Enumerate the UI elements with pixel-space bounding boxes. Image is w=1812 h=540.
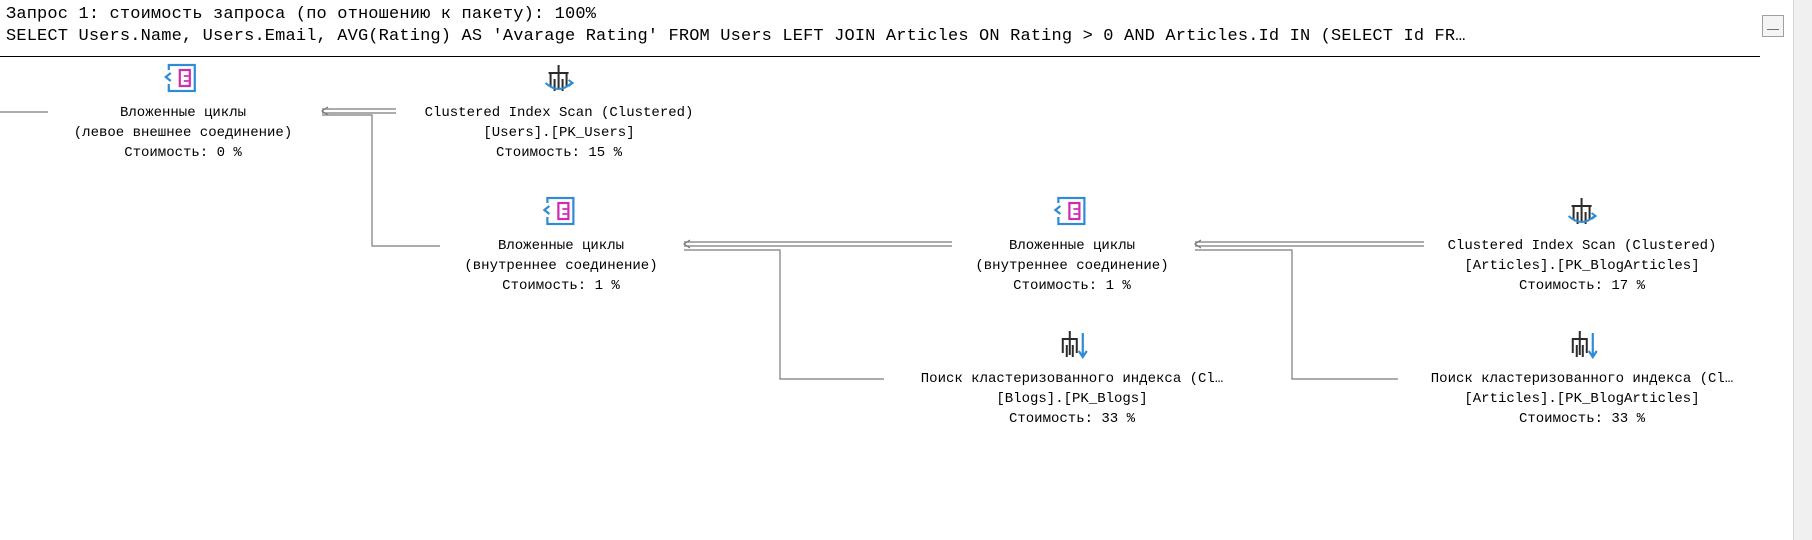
node-title: Вложенные циклы (1008, 238, 1136, 254)
node-cost: Стоимость: 15 % (495, 145, 623, 161)
vertical-scrollbar[interactable] (1793, 0, 1812, 540)
clustered-index-seek-icon (1061, 331, 1088, 359)
node-subtitle: (левое внешнее соединение) (73, 125, 293, 141)
connector-scan-users (322, 108, 396, 114)
nested-loops-icon (542, 196, 575, 226)
node-subtitle: [Blogs].[PK_Blogs] (996, 391, 1148, 407)
plan-node-clustered-index-seek-articles[interactable]: Поиск кластеризованного индекса (Cl… [Ar… (1431, 325, 1733, 429)
node-cost: Стоимость: 33 % (1008, 411, 1136, 427)
plan-connectors (0, 106, 1424, 380)
node-subtitle: [Articles].[PK_BlogArticles] (1464, 258, 1700, 274)
nested-loops-icon (1053, 196, 1086, 226)
connector-seek-articles (1195, 249, 1398, 380)
plan-node-clustered-index-scan-articles[interactable]: Clustered Index Scan (Clustered) [Articl… (1447, 192, 1717, 296)
arrow-head-3 (1193, 239, 1202, 249)
query-cost-line: Запрос 1: стоимость запроса (по отношени… (6, 5, 597, 24)
node-cost: Стоимость: 0 % (124, 145, 242, 161)
node-title: Вложенные циклы (119, 105, 247, 121)
nested-loops-icon (164, 63, 197, 93)
connector-inner1-to-root (322, 114, 440, 247)
node-cost: Стоимость: 1 % (502, 278, 620, 294)
node-cost: Стоимость: 17 % (1518, 278, 1646, 294)
plan-node-nested-loops-left-outer[interactable]: Вложенные циклы (левое внешнее соединени… (74, 59, 292, 163)
query-sql-line: SELECT Users.Name, Users.Email, AVG(Rati… (6, 27, 1466, 46)
plan-node-clustered-index-seek-blogs[interactable]: Поиск кластеризованного индекса (Cl… [Bl… (921, 325, 1223, 429)
node-title: Поиск кластеризованного индекса (Cl… (920, 371, 1224, 387)
node-subtitle: [Articles].[PK_BlogArticles] (1464, 391, 1700, 407)
node-title: Поиск кластеризованного индекса (Cl… (1430, 371, 1734, 387)
clustered-index-seek-icon (1571, 331, 1598, 359)
plan-node-nested-loops-inner-2[interactable]: Вложенные циклы (внутреннее соединение) … (975, 192, 1169, 296)
node-title: Clustered Index Scan (Clustered) (1447, 238, 1717, 254)
clustered-index-scan-icon (1568, 198, 1598, 224)
node-subtitle: (внутреннее соединение) (975, 258, 1169, 274)
node-subtitle: [Users].[PK_Users] (483, 125, 635, 141)
connector-inner2-to-inner1 (684, 241, 952, 247)
connector-scan-articles (1195, 241, 1424, 247)
clustered-index-scan-icon (545, 65, 575, 91)
query-header: Запрос 1: стоимость запроса (по отношени… (0, 0, 1760, 57)
arrow-head-2 (682, 239, 691, 249)
node-cost: Стоимость: 33 % (1518, 411, 1646, 427)
node-cost: Стоимость: 1 % (1013, 278, 1131, 294)
plan-node-clustered-index-scan-users[interactable]: Clustered Index Scan (Clustered) [Users]… (424, 59, 694, 163)
minimize-button[interactable] (1762, 15, 1784, 37)
node-subtitle: (внутреннее соединение) (464, 258, 658, 274)
execution-plan-canvas: Вложенные циклы (левое внешнее соединени… (0, 57, 1793, 540)
connector-seek-blogs (684, 249, 884, 380)
plan-node-nested-loops-inner-1[interactable]: Вложенные циклы (внутреннее соединение) … (464, 192, 658, 296)
node-title: Clustered Index Scan (Clustered) (424, 105, 694, 121)
arrow-head-1 (320, 106, 329, 116)
node-title: Вложенные циклы (497, 238, 625, 254)
